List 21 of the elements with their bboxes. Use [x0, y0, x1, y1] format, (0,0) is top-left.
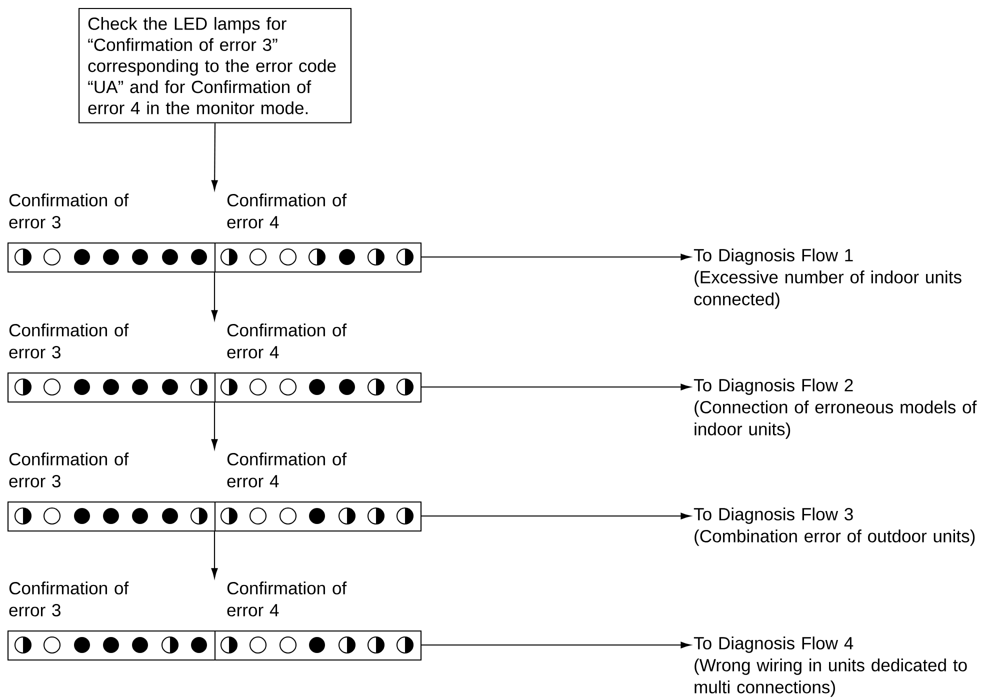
destination-text: To Diagnosis Flow 1 (Excessive number of indoor units connected)	[694, 248, 962, 309]
arrow	[211, 123, 218, 190]
arrow	[422, 512, 691, 520]
panel-heading: Confirmation of error 4	[227, 324, 347, 358]
instruction-box: Check the LED lamps for “Confirmation of error 3” corresponding to the error code “UA” and for Confirmation of error 4 in the monitor mode.	[78, 8, 352, 124]
panel-heading: Confirmation of error 4	[227, 452, 347, 488]
panel-heading: Confirmation of error 4	[227, 194, 347, 228]
destination-text: To Diagnosis Flow 4 (Wrong wiring in units dedicated to multi connections)	[694, 636, 967, 697]
arrow	[211, 402, 218, 450]
destination-text: To Diagnosis Flow 2 (Connection of erroneous models of indoor units)	[694, 378, 977, 439]
destination-text: To Diagnosis Flow 3 (Combination error of outdoor units)	[694, 508, 975, 546]
arrow	[422, 384, 691, 390]
arrow	[211, 532, 218, 578]
panel-heading: Confirmation of error 3	[9, 582, 129, 616]
panel-heading: Confirmation of error 4	[227, 582, 347, 616]
panel-heading: Confirmation of error 3	[9, 194, 129, 228]
arrow	[211, 272, 218, 320]
arrow	[422, 642, 691, 648]
panel-heading: Confirmation of error 3	[9, 452, 129, 488]
arrow	[422, 254, 691, 260]
panel-heading: Confirmation of error 3	[9, 324, 129, 358]
